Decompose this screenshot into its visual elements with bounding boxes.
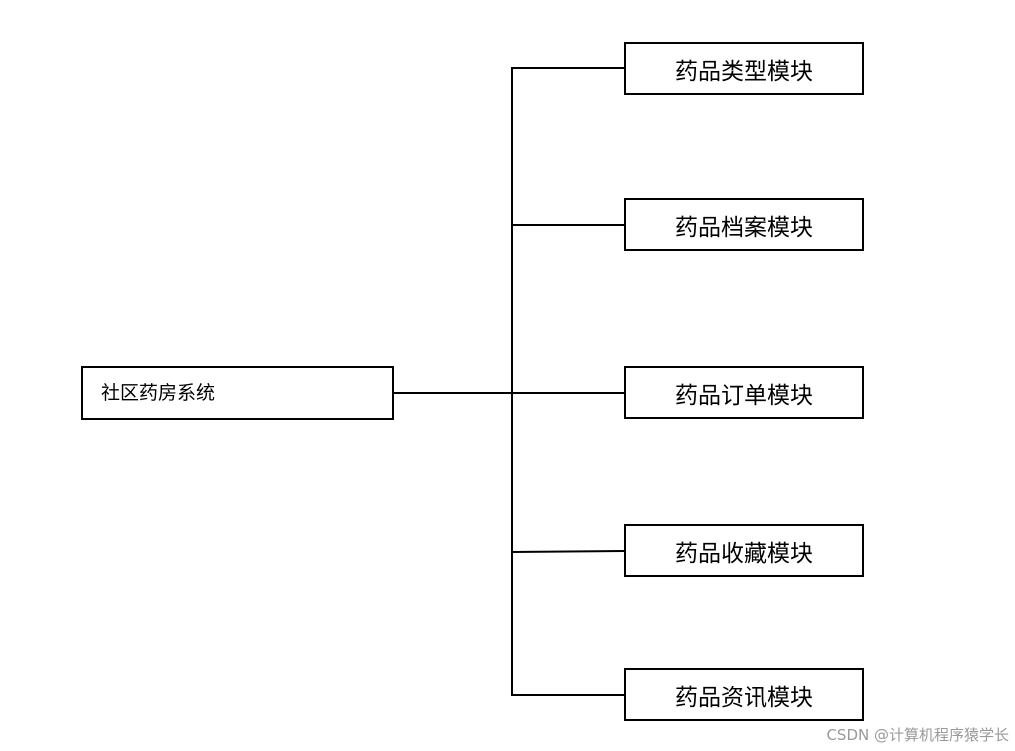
module-box-news: 药品资讯模块 <box>624 668 864 721</box>
watermark-text: CSDN @计算机程序猿学长 <box>826 726 1009 744</box>
module-label-favorite: 药品收藏模块 <box>675 540 813 567</box>
module-box-favorite: 药品收藏模块 <box>624 524 864 577</box>
module-label-type: 药品类型模块 <box>675 58 813 85</box>
module-box-type: 药品类型模块 <box>624 42 864 95</box>
module-label-news: 药品资讯模块 <box>675 684 813 711</box>
module-label-archive: 药品档案模块 <box>675 214 813 241</box>
module-box-order: 药品订单模块 <box>624 366 864 419</box>
module-label-order: 药品订单模块 <box>675 382 813 409</box>
branch-line-4 <box>511 550 625 553</box>
root-node-box: 社区药房系统 <box>81 366 394 420</box>
module-box-archive: 药品档案模块 <box>624 198 864 251</box>
root-node-label: 社区药房系统 <box>101 382 216 404</box>
